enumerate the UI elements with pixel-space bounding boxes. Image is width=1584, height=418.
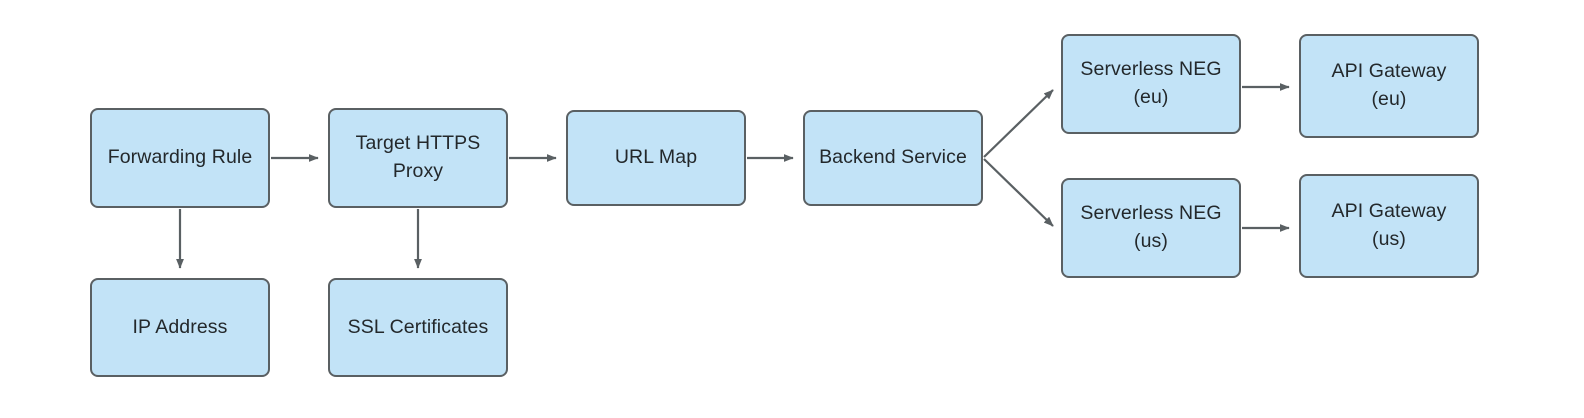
node-label: Serverless NEG (us) bbox=[1080, 202, 1222, 252]
node-label: Forwarding Rule bbox=[107, 146, 253, 169]
node-api-gateway-us[interactable]: API Gateway (us) bbox=[1299, 174, 1479, 278]
edge-backend-service-to-serverless-neg-us bbox=[983, 158, 1054, 227]
node-ip-address[interactable]: IP Address bbox=[90, 278, 270, 377]
node-serverless-neg-us[interactable]: Serverless NEG (us) bbox=[1061, 178, 1241, 278]
node-label: API Gateway (us) bbox=[1331, 200, 1447, 250]
node-label: SSL Certificates bbox=[347, 315, 489, 338]
node-serverless-neg-eu[interactable]: Serverless NEG (eu) bbox=[1061, 34, 1241, 134]
node-label: API Gateway (eu) bbox=[1331, 60, 1447, 110]
node-label: URL Map bbox=[614, 146, 698, 169]
node-target-https-proxy[interactable]: Target HTTPS Proxy bbox=[328, 108, 508, 208]
node-backend-service[interactable]: Backend Service bbox=[803, 110, 983, 206]
node-api-gateway-eu[interactable]: API Gateway (eu) bbox=[1299, 34, 1479, 138]
node-ssl-certificates[interactable]: SSL Certificates bbox=[328, 278, 508, 377]
node-url-map[interactable]: URL Map bbox=[566, 110, 746, 206]
node-label: Target HTTPS Proxy bbox=[355, 132, 481, 182]
node-label: IP Address bbox=[132, 315, 228, 338]
node-forwarding-rule[interactable]: Forwarding Rule bbox=[90, 108, 270, 208]
edge-backend-service-to-serverless-neg-eu bbox=[983, 89, 1054, 158]
node-label: Serverless NEG (eu) bbox=[1080, 58, 1222, 108]
node-label: Backend Service bbox=[819, 146, 967, 169]
